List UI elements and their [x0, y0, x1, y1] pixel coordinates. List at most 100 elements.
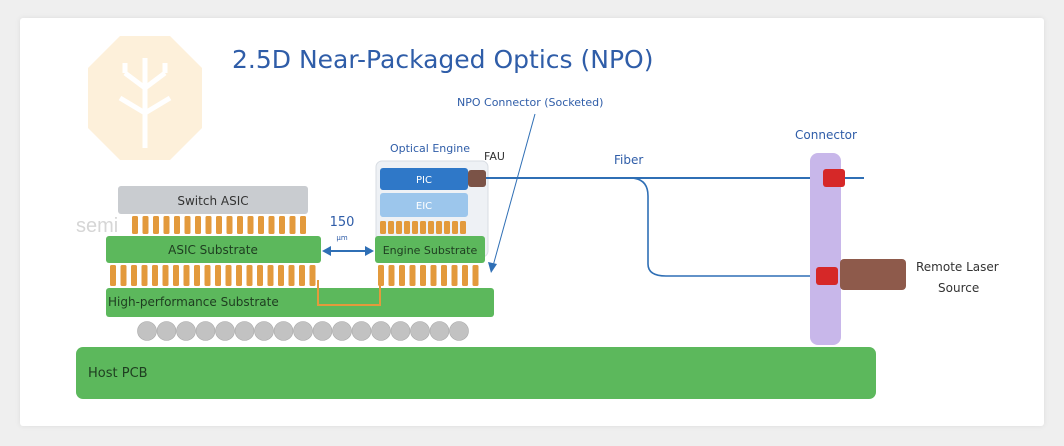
fiber-label: Fiber — [614, 153, 643, 167]
c4-bump — [430, 265, 437, 286]
micro-bump — [452, 221, 458, 234]
bumps-engine-to-substrate — [378, 265, 479, 286]
npo-connector-label: NPO Connector (Socketed) — [457, 96, 603, 109]
c4-bump — [204, 265, 211, 286]
micro-bump — [226, 216, 233, 234]
diagram-title: 2.5D Near-Packaged Optics (NPO) — [232, 45, 653, 74]
eic-chip — [380, 193, 468, 217]
c4-bump — [120, 265, 127, 286]
c4-bump — [257, 265, 263, 286]
micro-bump — [163, 216, 170, 234]
diagram-card: semi 2.5D Near-Packaged Optics (NPO) Hos… — [20, 18, 1044, 426]
c4-bump — [451, 265, 458, 286]
solder-ball — [273, 321, 294, 341]
solder-ball — [449, 321, 469, 341]
watermark-text: semi — [76, 215, 118, 237]
micro-bump — [174, 216, 180, 234]
micro-bump — [436, 221, 442, 234]
c4-bump — [152, 265, 158, 286]
asic-substrate — [106, 236, 321, 263]
c4-bump — [462, 265, 468, 286]
remote-laser-label-line1: Remote Laser — [916, 260, 999, 274]
high-performance-substrate-label: High-performance Substrate — [108, 295, 279, 309]
eic-label: EIC — [416, 201, 432, 212]
micro-bump — [380, 221, 386, 234]
c4-bump — [183, 265, 190, 286]
micro-bump — [142, 216, 149, 234]
solder-ball — [176, 321, 196, 341]
switch-asic — [118, 186, 308, 214]
solder-ball — [410, 321, 430, 341]
c4-bump — [388, 265, 395, 286]
c4-bump — [236, 265, 242, 286]
npo-diagram: semi 2.5D Near-Packaged Optics (NPO) Hos… — [76, 36, 999, 399]
c4-bump — [162, 265, 169, 286]
bumps-asic-to-asic-substrate — [132, 216, 306, 234]
micro-bump — [153, 216, 159, 234]
micro-bump — [237, 216, 243, 234]
c4-bump — [110, 265, 116, 286]
c4-bump — [173, 265, 179, 286]
engine-substrate — [375, 236, 485, 263]
bumps-asic-to-substrate — [110, 265, 316, 286]
micro-bump — [195, 216, 201, 234]
bumps-eic-to-engine-substrate — [380, 221, 466, 234]
remote-laser-label-line2: Source — [938, 281, 979, 295]
fau-label: FAU — [484, 150, 505, 163]
solder-ball — [390, 321, 411, 341]
micro-bump — [300, 216, 306, 234]
micro-bump — [412, 221, 418, 234]
micro-bump — [247, 216, 254, 234]
connector-port-upper — [823, 169, 845, 187]
c4-bump — [420, 265, 426, 286]
engine-substrate-label: Engine Substrate — [383, 244, 478, 257]
solder-ball — [156, 321, 177, 341]
micro-bump — [279, 216, 285, 234]
solder-ball — [293, 321, 313, 341]
c4-bump — [441, 265, 447, 286]
connector-bar — [810, 153, 841, 345]
solder-ball — [137, 321, 157, 341]
spacing-value: 150 — [330, 215, 355, 230]
spacing-unit: μm — [336, 234, 347, 242]
micro-bump — [258, 216, 264, 234]
c4-bump — [215, 265, 221, 286]
micro-bump — [404, 221, 410, 234]
switch-asic-label: Switch ASIC — [177, 194, 248, 208]
c4-bump — [194, 265, 200, 286]
solder-ball — [429, 321, 450, 341]
c4-bump — [409, 265, 416, 286]
c4-bump — [267, 265, 274, 286]
substrate-trace — [317, 280, 381, 306]
host-pcb-label: Host PCB — [88, 366, 148, 381]
c4-bump — [309, 265, 316, 286]
watermark-logo-icon — [88, 36, 202, 160]
c4-bump — [299, 265, 305, 286]
npo-connector-arrowhead — [488, 262, 497, 273]
micro-bump — [289, 216, 296, 234]
c4-bump — [399, 265, 405, 286]
host-pcb — [76, 347, 876, 399]
c4-bump — [131, 265, 137, 286]
connector-label: Connector — [795, 128, 857, 142]
micro-bump — [268, 216, 275, 234]
remote-laser-source — [840, 259, 906, 290]
c4-bump — [288, 265, 295, 286]
pic-chip — [380, 168, 468, 190]
spacing-arrow — [322, 246, 374, 256]
npo-connector-pointer — [492, 113, 536, 267]
solder-ball — [254, 321, 274, 341]
micro-bump — [444, 221, 450, 234]
c4-bump — [225, 265, 232, 286]
fau-block — [468, 170, 486, 187]
micro-bump — [428, 221, 434, 234]
optical-engine-label: Optical Engine — [390, 142, 470, 155]
solder-ball — [332, 321, 352, 341]
micro-bump — [388, 221, 394, 234]
micro-bump — [216, 216, 222, 234]
micro-bump — [460, 221, 466, 234]
solder-ball — [195, 321, 216, 341]
high-performance-substrate — [106, 288, 494, 317]
solder-ball — [371, 321, 391, 341]
micro-bump — [205, 216, 212, 234]
